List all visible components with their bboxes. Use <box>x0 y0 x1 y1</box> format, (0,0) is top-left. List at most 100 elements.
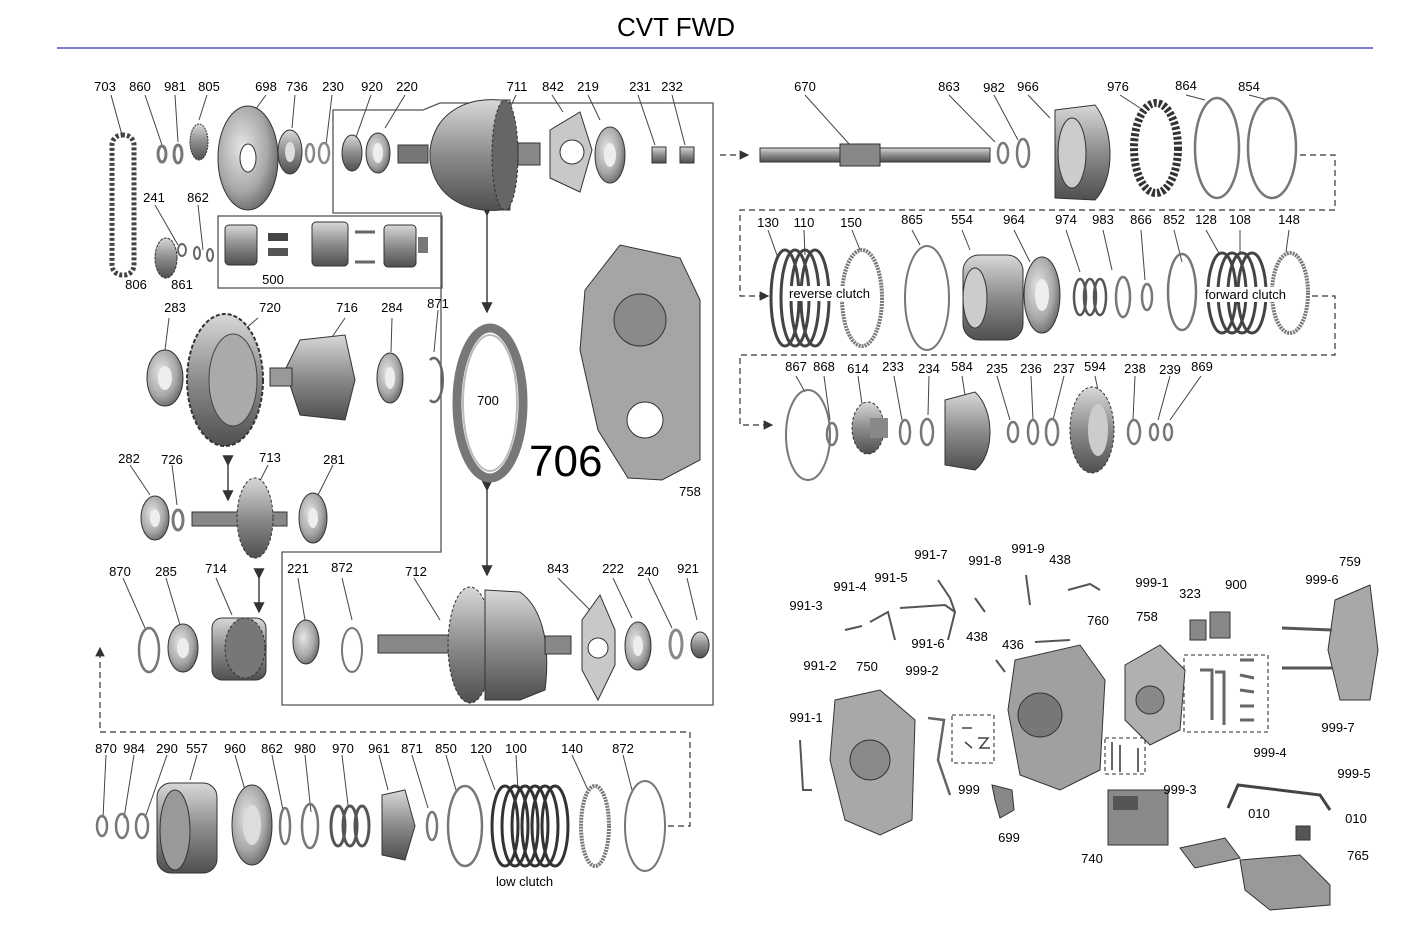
part-number-label: 991-8 <box>968 553 1002 568</box>
part-number-label: 236 <box>1020 361 1042 376</box>
pins-999-4 <box>1200 658 1255 725</box>
part-number-label: 500 <box>262 272 284 287</box>
part-number-label: 720 <box>259 300 281 315</box>
secondary-pulley-712 <box>377 586 572 704</box>
part-number-label: 436 <box>1002 637 1024 652</box>
part-number-label: 594 <box>1084 359 1106 374</box>
bearing-219 <box>594 126 626 184</box>
bearing-920 <box>341 134 363 172</box>
bearing-285 <box>167 623 199 673</box>
part-number-label: 614 <box>847 361 869 376</box>
ring-gear-594 <box>1069 386 1115 474</box>
ring-868 <box>825 421 839 447</box>
valve-body-740 <box>1107 789 1169 846</box>
clutch-pack-100 <box>490 784 570 868</box>
part-number-label: 863 <box>938 79 960 94</box>
bearing-281 <box>298 492 328 544</box>
bearing-221 <box>292 619 320 665</box>
ring-726 <box>171 508 185 532</box>
part-number-label: 868 <box>813 359 835 374</box>
part-number-label: 991-2 <box>803 658 837 673</box>
part-number-label: 714 <box>205 561 227 576</box>
part-number-label: 285 <box>155 564 177 579</box>
part-number-label: 842 <box>542 79 564 94</box>
part-number-label: 864 <box>1175 78 1197 93</box>
part-number-label: 290 <box>156 741 178 756</box>
part-number-label: 991-3 <box>789 598 823 613</box>
part-number-label: 921 <box>677 561 699 576</box>
part-number-label: 108 <box>1229 212 1251 227</box>
part-number-label: 150 <box>840 215 862 230</box>
part-number-label: 703 <box>94 79 116 94</box>
cover-759 <box>1327 584 1379 701</box>
housing-758 <box>579 244 701 481</box>
tube-999-5 <box>1226 783 1332 811</box>
part-number-label: 232 <box>661 79 683 94</box>
part-number-label: 323 <box>1179 586 1201 601</box>
bearing-283 <box>146 349 184 407</box>
bracket-699 <box>991 784 1015 819</box>
filter-010 <box>1179 837 1241 869</box>
part-number-label: 999 <box>958 782 980 797</box>
part-number-label: 869 <box>1191 359 1213 374</box>
part-number-label: 736 <box>286 79 308 94</box>
part-number-label: 759 <box>1339 554 1361 569</box>
part-number-label: 806 <box>125 277 147 292</box>
part-number-label: 010 <box>1345 811 1367 826</box>
part-number-label: 100 <box>505 741 527 756</box>
linkage-991 <box>799 574 1101 791</box>
part-number-label: 231 <box>629 79 651 94</box>
part-number-label: 230 <box>322 79 344 94</box>
part-number-label: 991-5 <box>874 570 908 585</box>
part-number-label: 711 <box>506 79 528 94</box>
part-number-label: 991-6 <box>911 636 945 651</box>
part-number-label: 120 <box>470 741 492 756</box>
one-way-clutch-976 <box>1130 99 1182 197</box>
part-number-label: 961 <box>368 741 390 756</box>
part-number-label: 843 <box>547 561 569 576</box>
primary-pulley-711 <box>397 99 541 211</box>
final-gear-720 <box>186 313 264 447</box>
input-shaft-670 <box>759 143 991 167</box>
clips-999 <box>962 727 990 749</box>
sensors-323-900 <box>1189 611 1231 641</box>
shaft-713 <box>191 477 288 559</box>
part-number-label: 282 <box>118 451 140 466</box>
sprocket-805 <box>189 123 209 161</box>
bearing-222 <box>624 621 652 671</box>
clutch-drum-557 <box>156 782 218 874</box>
part-number-label: 438 <box>966 629 988 644</box>
part-number-label: 765 <box>1347 848 1369 863</box>
part-number-label: 860 <box>129 79 151 94</box>
part-number-label: 716 <box>336 300 358 315</box>
part-number-label: 870 <box>95 741 117 756</box>
belt-700 <box>452 323 528 483</box>
part-number-label: 850 <box>435 741 457 756</box>
part-number-label: 980 <box>294 741 316 756</box>
part-number-label: 970 <box>332 741 354 756</box>
plate-842 <box>549 111 593 193</box>
part-number-label: 805 <box>198 79 220 94</box>
snap-rings-860-981 <box>156 143 184 165</box>
plate-843 <box>581 593 616 702</box>
part-number-label: 220 <box>396 79 418 94</box>
part-number-label: 862 <box>187 190 209 205</box>
bearing-220 <box>365 132 391 174</box>
part-number-label: 854 <box>1238 79 1260 94</box>
part-number-label: 999-5 <box>1337 766 1371 781</box>
part-number-label: 865 <box>901 212 923 227</box>
part-number-label: 235 <box>986 361 1008 376</box>
part-number-label: 976 <box>1107 79 1129 94</box>
differential-716 <box>269 334 356 421</box>
pins-999-3 <box>1111 742 1139 772</box>
part-number-label: 281 <box>323 452 345 467</box>
low-clutch-label: low clutch <box>495 874 555 889</box>
case-760 <box>1007 644 1106 791</box>
part-number-label: 238 <box>1124 361 1146 376</box>
piston-960 <box>231 784 273 866</box>
part-number-label: 221 <box>287 561 309 576</box>
part-number-label: 140 <box>561 741 583 756</box>
part-number-label: 984 <box>123 741 145 756</box>
flow-arrow-4 <box>95 646 691 827</box>
part-number-label: 999-4 <box>1253 745 1287 760</box>
